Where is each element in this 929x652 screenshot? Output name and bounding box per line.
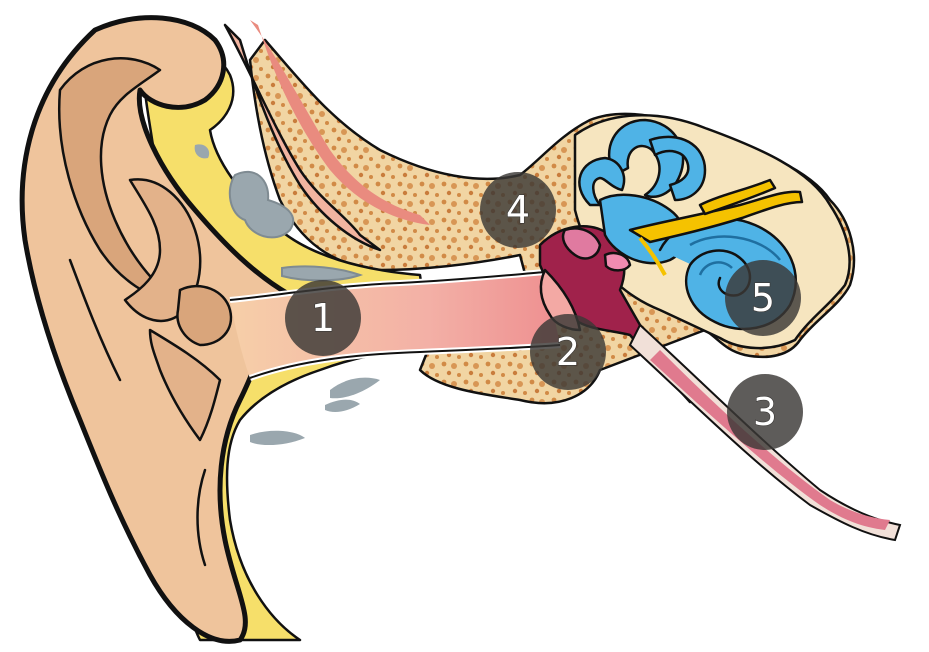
marker-4-label: 4: [506, 188, 530, 232]
marker-5-label: 5: [751, 276, 775, 320]
marker-3-label: 3: [753, 390, 777, 434]
marker-3: 3: [727, 374, 803, 450]
marker-5: 5: [725, 260, 801, 336]
marker-2-label: 2: [556, 330, 580, 374]
marker-2: 2: [530, 314, 606, 390]
marker-1: 1: [285, 280, 361, 356]
marker-4: 4: [480, 172, 556, 248]
marker-1-label: 1: [311, 296, 335, 340]
